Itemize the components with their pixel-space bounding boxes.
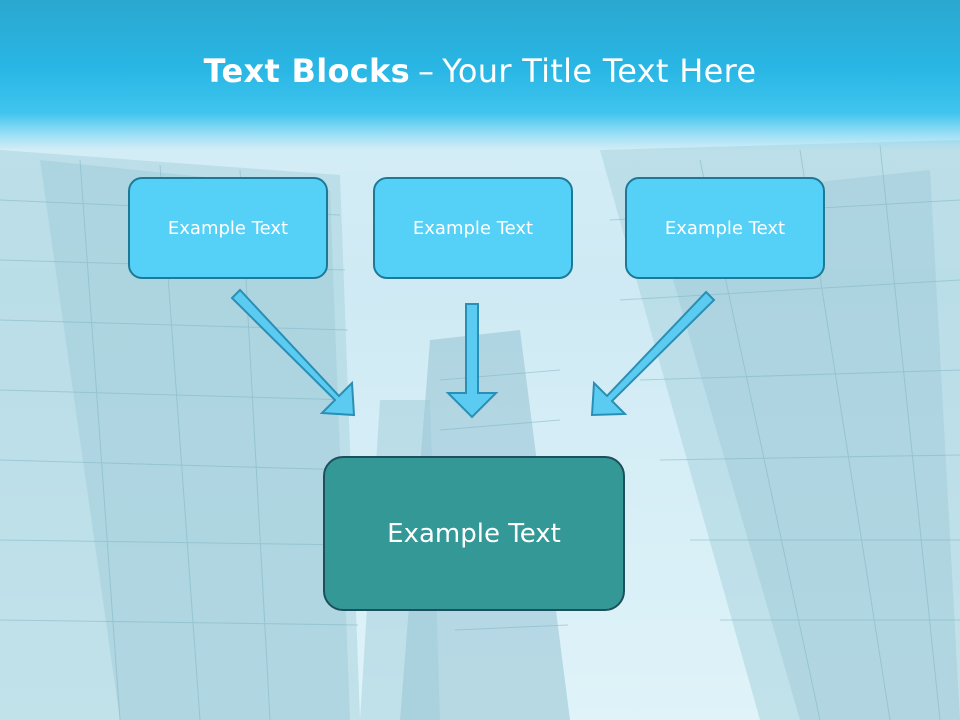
title-separator: – (417, 52, 435, 90)
text-block-bottom[interactable]: Example Text (323, 456, 625, 611)
text-block-top-right[interactable]: Example Text (625, 177, 825, 279)
text-block-top-left[interactable]: Example Text (128, 177, 328, 279)
text-block-top-center[interactable]: Example Text (373, 177, 573, 279)
slide-title: Text Blocks–Your Title Text Here (0, 52, 960, 90)
arrow-right-diagonal (590, 290, 716, 417)
title-rest-part: Your Title Text Here (442, 52, 757, 90)
title-band (0, 0, 960, 150)
title-bold-part: Text Blocks (203, 52, 410, 90)
arrow-left-diagonal (230, 288, 356, 417)
arrow-center-down (445, 303, 499, 419)
